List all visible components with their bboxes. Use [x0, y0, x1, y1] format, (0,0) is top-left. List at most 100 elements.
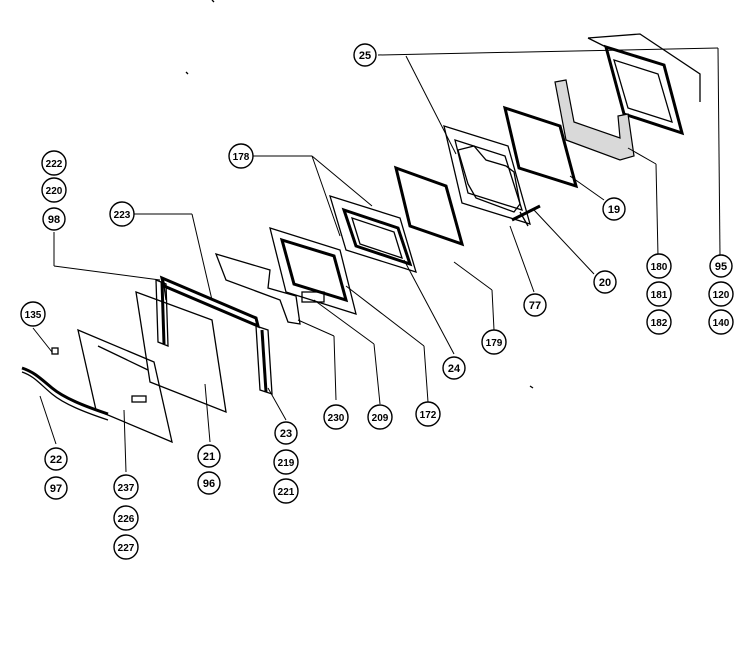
callout-230: 230	[323, 404, 349, 430]
callout-label: 179	[486, 338, 503, 349]
callout-layer: 25 178 222 220 98 223 135 22 97 237 226 227 21 96 23 21…	[20, 43, 734, 560]
part-side-channel	[155, 279, 169, 347]
callout-222: 222	[41, 150, 67, 176]
callout-circle	[228, 143, 254, 169]
callout-label: 95	[715, 261, 727, 273]
callout-label: 172	[420, 410, 437, 421]
callout-label: 19	[608, 204, 620, 216]
callout-220: 220	[41, 177, 67, 203]
callout-circle	[646, 309, 672, 335]
callout-95: 95	[709, 254, 733, 278]
callout-circle	[323, 404, 349, 430]
callout-label: 222	[46, 159, 63, 170]
callout-182: 182	[646, 309, 672, 335]
stray-marks	[185, 0, 534, 389]
callout-209: 209	[367, 404, 393, 430]
callout-label: 97	[50, 483, 62, 495]
callout-label: 77	[529, 300, 541, 312]
callout-circle	[708, 281, 734, 307]
callout-circle	[109, 201, 135, 227]
callout-label: 181	[651, 290, 668, 301]
callout-178: 178	[228, 143, 254, 169]
callout-97: 97	[44, 476, 68, 500]
callout-label: 25	[359, 50, 371, 62]
callout-label: 223	[114, 210, 131, 221]
callout-circle	[523, 293, 547, 317]
callout-circle	[197, 444, 221, 468]
callout-circle	[367, 404, 393, 430]
callout-circle	[274, 421, 298, 445]
callout-circle	[44, 476, 68, 500]
callout-circle	[442, 356, 466, 380]
callout-23: 23	[274, 421, 298, 445]
callout-24: 24	[442, 356, 466, 380]
part-handle	[21, 366, 109, 421]
callout-label: 23	[280, 428, 292, 440]
callout-circle	[415, 401, 441, 427]
callout-label: 98	[48, 214, 60, 226]
callout-circle	[273, 478, 299, 504]
part-frame-178	[329, 195, 417, 273]
callout-label: 226	[118, 514, 135, 525]
callout-circle	[708, 309, 734, 335]
callout-label: 209	[372, 413, 389, 424]
callout-227: 227	[113, 534, 139, 560]
callout-label: 230	[328, 413, 345, 424]
callout-circle	[20, 301, 46, 327]
leader-lines	[32, 47, 721, 473]
callout-19: 19	[602, 197, 626, 221]
part-inner-panel	[443, 125, 541, 227]
callout-77: 77	[523, 293, 547, 317]
part-bracket-209	[214, 253, 301, 325]
callout-226: 226	[113, 505, 139, 531]
callout-circle	[42, 207, 66, 231]
callout-223: 223	[109, 201, 135, 227]
callout-label: 221	[278, 487, 295, 498]
callout-120: 120	[708, 281, 734, 307]
part-outer-frame	[587, 33, 701, 136]
callout-219: 219	[273, 449, 299, 475]
part-screw	[51, 347, 59, 355]
callout-96: 96	[197, 471, 221, 495]
callout-label: 22	[50, 454, 62, 466]
callout-25: 25	[353, 43, 377, 67]
callout-circle	[113, 474, 139, 500]
callout-label: 220	[46, 186, 63, 197]
callout-label: 219	[278, 458, 295, 469]
callout-label: 237	[118, 483, 135, 494]
callout-181: 181	[646, 281, 672, 307]
callout-180: 180	[646, 253, 672, 279]
callout-label: 21	[203, 451, 215, 463]
callout-circle	[197, 471, 221, 495]
callout-circle	[44, 447, 68, 471]
callout-circle	[41, 150, 67, 176]
callout-label: 227	[118, 543, 135, 554]
part-glass-19	[502, 105, 579, 189]
callout-circle	[273, 449, 299, 475]
callout-label: 120	[713, 290, 730, 301]
callout-label: 135	[25, 310, 42, 321]
callout-circle	[113, 534, 139, 560]
callout-20: 20	[593, 270, 617, 294]
callout-221: 221	[273, 478, 299, 504]
callout-22: 22	[44, 447, 68, 471]
callout-179: 179	[481, 329, 507, 355]
callout-circle	[481, 329, 507, 355]
callout-label: 182	[651, 318, 668, 329]
callout-circle	[353, 43, 377, 67]
callout-circle	[646, 281, 672, 307]
part-u-bracket	[554, 79, 635, 161]
part-inner-glass-21	[135, 291, 227, 414]
callout-237: 237	[113, 474, 139, 500]
callout-label: 24	[448, 363, 461, 375]
part-outer-glass-237	[77, 328, 173, 444]
callout-circle	[41, 177, 67, 203]
callout-label: 178	[233, 152, 250, 163]
callout-135: 135	[20, 301, 46, 327]
callout-circle	[646, 253, 672, 279]
callout-circle	[602, 197, 626, 221]
callout-circle	[593, 270, 617, 294]
callout-21: 21	[197, 444, 221, 468]
callout-140: 140	[708, 309, 734, 335]
